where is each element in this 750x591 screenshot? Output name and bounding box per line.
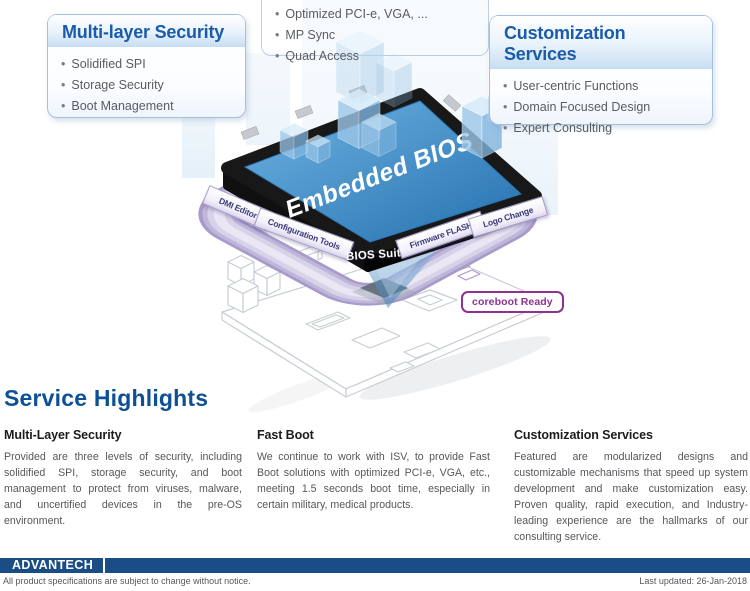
list-item: MP Sync — [275, 25, 478, 46]
list-item: User-centric Functions — [503, 76, 702, 97]
highlight-column-customization: Customization Services Featured are modu… — [514, 428, 748, 546]
column-body: Featured are modularized designs and cus… — [514, 451, 748, 544]
column-heading: Customization Services — [514, 428, 653, 442]
fast-boot-feature-box: Optimized PCI-e, VGA, ... MP Sync Quad A… — [261, 0, 489, 63]
column-body: We continue to work with ISV, to provide… — [257, 451, 490, 512]
bullet-list: Solidified SPI Storage Security Boot Man… — [48, 47, 245, 123]
advantech-logo: ADVANTECH — [12, 558, 94, 572]
column-heading: Multi-Layer Security — [4, 428, 122, 442]
motherboard-illustration — [221, 244, 551, 413]
bullet-list: Optimized PCI-e, VGA, ... MP Sync Quad A… — [262, 0, 488, 73]
list-item: Storage Security — [61, 75, 235, 96]
footer-last-updated: Last updated: 26-Jan-2018 — [639, 576, 747, 586]
bullet-list: User-centric Functions Domain Focused De… — [490, 69, 712, 145]
list-item: Quad Access — [275, 46, 478, 67]
list-item: Expert Consulting — [503, 118, 702, 139]
footer-bar — [0, 558, 750, 573]
box-header: Customization Services — [490, 16, 712, 69]
column-heading: Fast Boot — [257, 428, 314, 442]
list-item: Boot Management — [61, 96, 235, 117]
highlight-column-fast-boot: Fast Boot We continue to work with ISV, … — [257, 428, 490, 513]
list-item: Solidified SPI — [61, 54, 235, 75]
footer-logo-divider — [103, 558, 105, 573]
coreboot-ready-badge: coreboot Ready — [461, 291, 564, 313]
multi-layer-security-box: Multi-layer Security Solidified SPI Stor… — [47, 14, 246, 118]
column-body: Provided are three levels of security, i… — [4, 451, 242, 528]
highlight-column-security: Multi-Layer Security Provided are three … — [4, 428, 242, 529]
section-title: Service Highlights — [4, 385, 209, 411]
box-title: Multi-layer Security — [62, 22, 225, 42]
customization-services-box: Customization Services User-centric Func… — [489, 15, 713, 135]
box-title: Customization Services — [504, 23, 626, 64]
footer-disclaimer: All product specifications are subject t… — [3, 576, 251, 586]
list-item: Domain Focused Design — [503, 97, 702, 118]
box-header: Multi-layer Security — [48, 15, 245, 47]
list-item: Optimized PCI-e, VGA, ... — [275, 4, 478, 25]
